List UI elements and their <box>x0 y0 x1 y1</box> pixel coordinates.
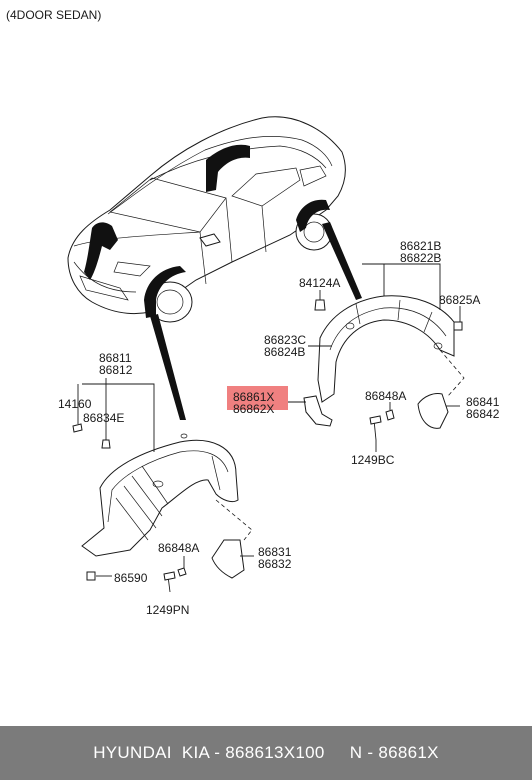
label-86823c: 86823C <box>264 333 306 347</box>
label-86821b: 86821B <box>400 239 441 253</box>
label-86842: 86842 <box>466 407 500 421</box>
label-86825a: 86825A <box>439 293 480 307</box>
car-illustration <box>67 116 362 420</box>
label-86824b: 86824B <box>264 345 305 359</box>
label-86834e: 86834E <box>83 411 124 425</box>
label-14160: 14160 <box>58 397 92 411</box>
variant-label: (4DOOR SEDAN) <box>6 8 101 22</box>
front-wheel-liner <box>81 433 239 557</box>
label-86811: 86811 <box>99 351 132 365</box>
label-86862x: 86862X <box>233 402 274 416</box>
rear-wheel-liner <box>317 295 455 403</box>
label-86861x: 86861X <box>233 390 274 404</box>
footer-text: HYUNDAI KIA - 868613X100 N - 86861X <box>93 743 439 762</box>
front-fasteners <box>72 423 187 593</box>
label-86812: 86812 <box>99 363 133 377</box>
label-86822b: 86822B <box>400 251 441 265</box>
label-86848a-front: 86848A <box>158 541 199 555</box>
parts-diagram: (4DOOR SEDAN) <box>6 8 500 617</box>
bracket-86861x <box>303 395 333 427</box>
label-86832: 86832 <box>258 557 292 571</box>
rear-mud-guard <box>417 393 449 429</box>
part-number-footer: HYUNDAI KIA - 868613X100 N - 86861X <box>0 726 532 780</box>
front-mud-guard <box>211 539 245 579</box>
highlight-86861x <box>227 386 288 410</box>
label-1249bc: 1249BC <box>351 453 395 467</box>
label-86848a-rear: 86848A <box>365 389 406 403</box>
label-86841: 86841 <box>466 395 500 409</box>
label-86831: 86831 <box>258 545 292 559</box>
rear-fasteners <box>314 299 463 441</box>
label-1249pn: 1249PN <box>146 603 189 617</box>
label-84124a: 84124A <box>299 276 340 290</box>
label-86590: 86590 <box>114 571 148 585</box>
